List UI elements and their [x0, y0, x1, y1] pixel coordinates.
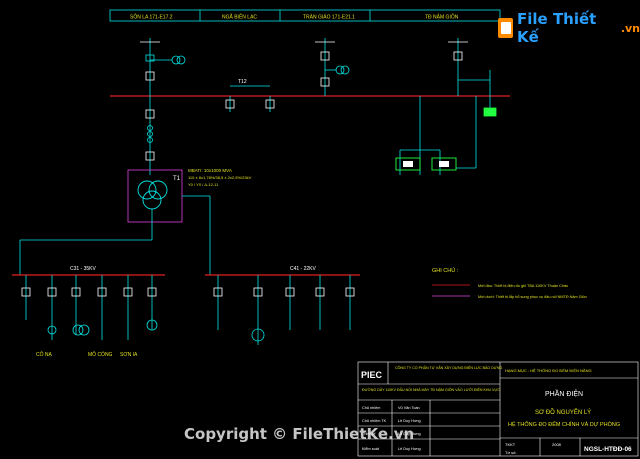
notes-title: GHI CHÚ :	[432, 267, 459, 274]
role-3: Thiết kế	[362, 432, 376, 436]
label-c31: C31 - 35KV	[70, 266, 97, 272]
role-2: Chủ nhiệm TK	[362, 419, 387, 423]
meter-main	[395, 157, 421, 171]
watermark-top: File Thiết Kế .vn	[498, 10, 640, 46]
feeders-35kv	[21, 275, 158, 340]
title-block	[357, 361, 639, 457]
transformer-spec-2: Y0 / Y0 / Δ-12-11	[188, 182, 219, 187]
header-cell-1: SÔN LA 171-E17.2	[130, 14, 173, 21]
title-drawing-subtitle: HỆ THỐNG ĐO ĐẾM CHÍNH VÀ DỰ PHÒNG	[508, 420, 620, 428]
feeder-label-co-na: CÔ NẠ	[36, 351, 53, 358]
header-cell-4: TĐ NẬM GIÔN	[425, 14, 459, 21]
transformer-t1	[19, 169, 211, 275]
header-cell-3: TRÀN GIÁO 171-E21.1	[303, 14, 355, 21]
name-1: Vũ Văn Toàn	[398, 406, 420, 410]
name-3: Lê Duy Hưng	[398, 432, 421, 436]
transformer-rating: MBATI: 10x1000 MVA	[188, 168, 232, 173]
bay-t12	[225, 85, 275, 112]
label-t12: T12	[238, 79, 247, 85]
meter-backup	[431, 157, 457, 171]
energy-meters	[395, 157, 457, 171]
meter-main-display	[403, 161, 413, 167]
label-c41: C41 - 22KV	[290, 266, 317, 272]
title-section: PHẦN ĐIỆN	[545, 388, 583, 398]
meter-backup-display	[439, 161, 449, 167]
header-cell-2: NGÃ BIÊN LẠC	[222, 13, 257, 21]
year-label: 2008	[552, 442, 562, 447]
feeder-label-mo-cong: MÔ CỔNG	[88, 351, 113, 358]
label-t1: T1	[173, 176, 181, 182]
bay-trang-giao	[315, 38, 350, 96]
sheet-label: Tờ số:	[505, 450, 517, 455]
feeders-22kv	[213, 275, 355, 345]
header-frame	[109, 9, 501, 22]
drawing-number: NGSL-HTĐĐ-06	[584, 446, 632, 453]
watermark-brand: File Thiết Kế	[517, 10, 597, 46]
watermark-bottom: Copyright © FileThietKe.vn	[184, 425, 415, 443]
notes-item-2: Mới dưới: Thiết bị lắp bổ sung phục vụ đ…	[478, 294, 587, 299]
title-project: ĐƯỜNG DÂY 110KV ĐẤU NỐI NHÀ MÁY TĐ NẬM G…	[362, 387, 501, 392]
bay-nam-gion	[399, 38, 497, 175]
title-drawing: SƠ ĐỒ NGUYÊN LÝ	[535, 408, 591, 416]
bay-son-la	[140, 38, 186, 175]
role-1: Chủ nhiệm	[362, 406, 380, 410]
name-4: Lê Duy Hưng	[398, 447, 421, 451]
file-folder-icon	[498, 18, 514, 38]
title-company: CÔNG TY CỔ PHẦN TƯ VẤN XÂY DỰNG ĐIỆN LỰC…	[395, 365, 502, 370]
role-4: Kiểm soát	[362, 447, 380, 451]
feeder-label-son-ia: SƠN IA	[120, 352, 138, 358]
header-row	[109, 9, 501, 22]
stage-label: TKKT	[505, 442, 516, 447]
name-2: Lê Duy Hưng	[398, 419, 421, 423]
watermark-suffix: .vn	[620, 21, 640, 35]
title-item-heading: HẠNG MỤC : HỆ THỐNG ĐO ĐẾM ĐIỆN NĂNG	[505, 368, 592, 373]
notes-item-1: Mới đầu: Thiết bị điện đo ghi TBA 110KV …	[478, 284, 568, 288]
title-logo: PIEC	[361, 370, 383, 380]
transformer-spec-1: 110 ± 8x1,78%/38,5 ± 2x2,5%/23kV	[188, 175, 252, 180]
